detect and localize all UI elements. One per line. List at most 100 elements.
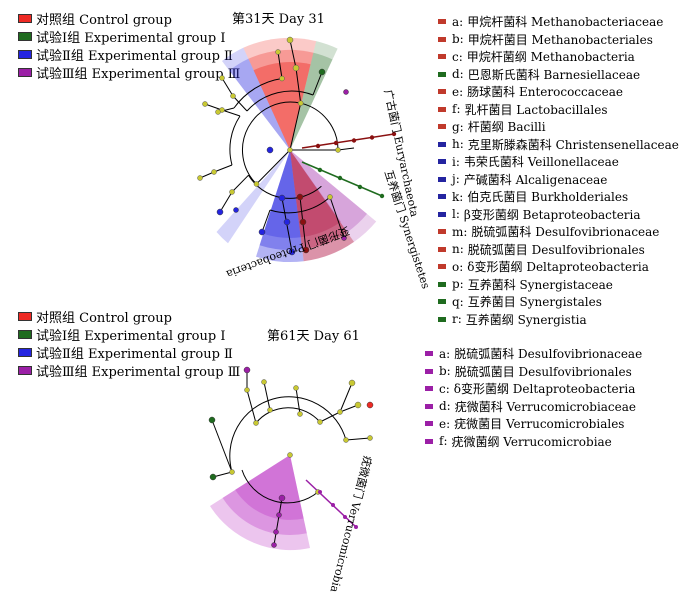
clade-color-mark <box>438 89 446 95</box>
clade-item: f:乳杆菌目 Lactobacillales <box>438 101 679 119</box>
clade-name: 产碱菌科 Alcaligenaceae <box>463 172 608 187</box>
clade-color-mark <box>425 438 433 444</box>
clade-letter: j: <box>452 172 460 187</box>
clade-letter: a: <box>452 14 464 29</box>
legend-item-control: 对照组 Control group <box>18 9 240 28</box>
clade-letter: b: <box>452 32 464 47</box>
clade-color-mark <box>438 229 446 235</box>
clade-color-mark <box>438 54 446 60</box>
legend-day61: 对照组 Control group 试验Ⅰ组 Experimental grou… <box>18 307 240 380</box>
clade-color-mark <box>425 351 433 357</box>
sector-proteobacteria <box>256 150 304 263</box>
clade-name: 肠球菌科 Enterococcaceae <box>467 85 623 100</box>
clade-item: o:δ变形菌纲 Deltaproteobacteria <box>438 258 679 276</box>
clade-color-mark <box>438 194 446 200</box>
clade-name: 疣微菌目 Verrucomicrobiales <box>454 417 625 432</box>
sector-blue-left <box>216 150 290 244</box>
clade-color-mark <box>438 36 446 42</box>
clade-item: c:甲烷杆菌纲 Methanobacteria <box>438 48 679 66</box>
clade-item: q:互养菌目 Synergistales <box>438 293 679 311</box>
clade-name: 脱硫弧菌目 Desulfovibrionales <box>454 364 632 379</box>
clade-item: a:脱硫弧菌科 Desulfovibrionaceae <box>425 345 642 363</box>
clade-item: d:巴恩斯氏菌科 Barnesiellaceae <box>438 66 679 84</box>
clade-item: b:脱硫弧菌目 Desulfovibrionales <box>425 363 642 381</box>
clade-letter: o: <box>452 259 464 274</box>
clade-letter: p: <box>452 277 464 292</box>
clade-letter: n: <box>452 242 464 257</box>
clade-item: e:疣微菌目 Verrucomicrobiales <box>425 415 642 433</box>
clade-name: δ变形菌纲 Deltaproteobacteria <box>453 382 636 397</box>
clade-name: 伯克氏菌目 Burkholderiales <box>467 190 629 205</box>
sector-synergistetes <box>290 150 377 242</box>
clade-letter: m: <box>452 224 468 239</box>
clade-letter: e: <box>439 416 451 431</box>
clade-name: 互养菌科 Synergistaceae <box>467 277 613 292</box>
clade-letter: a: <box>439 346 451 361</box>
clade-item: d:疣微菌科 Verrucomicrobiaceae <box>425 398 642 416</box>
clade-name: δ变形菌纲 Deltaproteobacteria <box>467 260 649 275</box>
clade-letter: i: <box>452 154 460 169</box>
clade-letter: e: <box>452 84 464 99</box>
cladogram-day31 <box>197 36 397 263</box>
clade-item: r:互养菌纲 Synergistia <box>438 311 679 329</box>
clade-color-mark <box>438 176 446 182</box>
clade-name: 克里斯滕森菌科 Christensenellaceae <box>467 137 679 152</box>
clade-color-mark <box>425 421 433 427</box>
legend-item-group3: 试验Ⅲ组 Experimental group Ⅲ <box>18 361 240 380</box>
clade-color-mark <box>438 299 446 305</box>
clade-item: c:δ变形菌纲 Deltaproteobacteria <box>425 380 642 398</box>
clade-item: m:脱硫弧菌科 Desulfovibrionaceae <box>438 223 679 241</box>
title-day61: 第61天 Day 61 <box>267 329 360 344</box>
clade-item: p:互养菌科 Synergistaceae <box>438 276 679 294</box>
clade-name: 甲烷杆菌目 Methanobacteriales <box>467 32 653 47</box>
clade-name: 甲烷杆菌纲 Methanobacteria <box>466 50 635 65</box>
clade-color-mark <box>438 141 446 147</box>
clade-item: b:甲烷杆菌目 Methanobacteriales <box>438 31 679 49</box>
clade-item: f:疣微菌纲 Verrucomicrobiae <box>425 433 642 451</box>
clade-letter: k: <box>452 189 464 204</box>
clade-item: k:伯克氏菌目 Burkholderiales <box>438 188 679 206</box>
clade-name: 杆菌纲 Bacilli <box>467 120 546 135</box>
clade-letter: f: <box>452 102 461 117</box>
clade-color-mark <box>425 386 433 392</box>
clade-letter: c: <box>439 381 450 396</box>
clade-name: 甲烷杆菌科 Methanobacteriaceae <box>467 15 664 30</box>
clade-color-mark <box>438 246 446 252</box>
legend-day31: 对照组 Control group 试验Ⅰ组 Experimental grou… <box>18 9 240 82</box>
clade-color-mark <box>425 403 433 409</box>
clade-name: β变形菌纲 Betaproteobacteria <box>463 207 641 222</box>
cladogram-day61 <box>208 366 374 551</box>
title-day31: 第31天 Day 31 <box>232 12 325 27</box>
sector-verrucomicrobia <box>210 455 310 551</box>
clade-name: 脱硫弧菌科 Desulfovibrionaceae <box>471 225 660 240</box>
legend-item-group1: 试验Ⅰ组 Experimental group Ⅰ <box>18 27 240 46</box>
clade-item: e:肠球菌科 Enterococcaceae <box>438 83 679 101</box>
clade-name: 疣微菌纲 Verrucomicrobiae <box>451 434 612 449</box>
cladogram-canvas <box>197 36 397 551</box>
clade-name: 乳杆菌目 Lactobacillales <box>464 102 608 117</box>
clade-name: 疣微菌科 Verrucomicrobiaceae <box>454 399 637 414</box>
clade-name: 互养菌纲 Synergistia <box>465 312 587 327</box>
clade-letter: l: <box>452 207 460 222</box>
clade-name: 韦荣氏菌科 Veillonellaceae <box>463 155 619 170</box>
clade-letter: c: <box>452 49 463 64</box>
clade-letter: q: <box>452 294 464 309</box>
clade-color-mark <box>425 368 433 374</box>
clade-color-mark <box>438 106 446 112</box>
clade-name: 脱硫弧菌目 Desulfovibrionales <box>467 242 645 257</box>
clade-item: i:韦荣氏菌科 Veillonellaceae <box>438 153 679 171</box>
sector-barnesiellaceae <box>290 41 338 150</box>
clade-color-mark <box>438 159 446 165</box>
clade-letter: r: <box>452 312 462 327</box>
clade-color-mark <box>438 124 446 130</box>
clade-name: 互养菌目 Synergistales <box>467 295 602 310</box>
clade-letter: g: <box>452 119 464 134</box>
clade-item: n:脱硫弧菌目 Desulfovibrionales <box>438 241 679 259</box>
clade-item: h:克里斯滕森菌科 Christensenellaceae <box>438 136 679 154</box>
clade-color-mark <box>438 316 446 322</box>
clade-item: l:β变形菌纲 Betaproteobacteria <box>438 206 679 224</box>
clade-letter: h: <box>452 137 464 152</box>
clade-letter: b: <box>439 364 451 379</box>
